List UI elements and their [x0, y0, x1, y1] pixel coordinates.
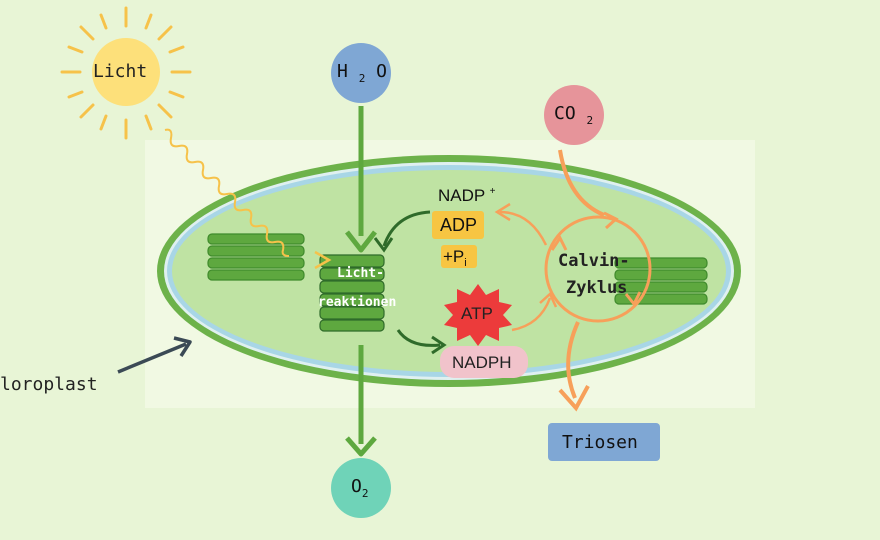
atp-label: ATP — [461, 304, 493, 323]
water-label: H 2 O — [337, 61, 387, 85]
triosen-box — [548, 423, 660, 461]
adp-return-arrow — [499, 210, 548, 246]
water-circle — [331, 43, 391, 103]
oxygen-circle — [331, 458, 391, 518]
adp-box — [432, 211, 484, 239]
atp-to-calvin-arrowhead — [539, 291, 558, 308]
triosen-arrowhead — [558, 385, 590, 412]
co2-arrow — [558, 149, 605, 217]
calvin-arrowhead-left — [550, 235, 568, 251]
nadp-arrowhead — [373, 237, 394, 253]
light-reaction-stack — [319, 254, 385, 332]
nadp-label: NADP + — [438, 186, 496, 205]
water-arrowhead — [345, 230, 377, 253]
atp-starburst — [444, 284, 512, 346]
adp-label: ADP — [440, 215, 478, 235]
nadph-pill — [440, 346, 528, 378]
sun-disc — [92, 38, 160, 106]
co2-circle — [544, 85, 604, 145]
stroma — [172, 170, 726, 372]
atp-arrowhead — [431, 335, 447, 355]
sun-label: Licht — [93, 61, 148, 82]
sunlight-ray — [164, 128, 290, 257]
co2-label: CO 2 — [554, 103, 594, 127]
calvin-cycle-circle — [544, 215, 652, 323]
nadph-label: NADPH — [452, 353, 512, 372]
calvin-arrowhead-top — [603, 211, 619, 230]
chloroplast-pointer-head — [173, 336, 192, 357]
chloroplast-pointer — [117, 342, 187, 374]
calvin-label-line1: Calvin- — [558, 251, 630, 271]
triosen-arrow — [566, 321, 580, 399]
chloroplast-label: loroplast — [0, 374, 98, 395]
pi-box — [441, 245, 477, 268]
oxygen-label: O2 — [351, 476, 369, 500]
oxygen-arrowhead — [345, 436, 377, 457]
sunlight-arrowhead — [314, 250, 332, 270]
adp-return-arrowhead — [494, 202, 511, 222]
triosen-label: Triosen — [562, 432, 638, 453]
pi-label: +Pi — [443, 247, 467, 269]
calvin-arrowhead-right — [624, 291, 642, 307]
calvin-label-line2: Zyklus — [566, 278, 628, 298]
nadp-arrow — [382, 210, 431, 247]
light-reactions-label-line2: reaktionen — [318, 295, 397, 310]
atp-arrow — [396, 329, 441, 347]
thylakoid-stack-right — [614, 257, 708, 305]
sun-icon — [60, 6, 192, 140]
light-reactions-label-line1: Licht- — [337, 266, 384, 281]
atp-to-calvin-arrow — [511, 297, 552, 332]
